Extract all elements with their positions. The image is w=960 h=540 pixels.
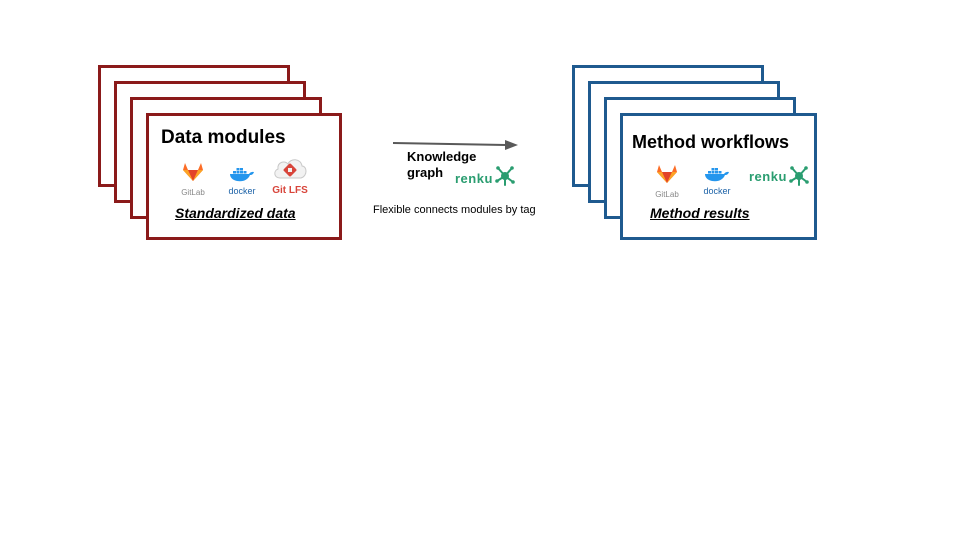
connector-renku-label: renku <box>455 171 493 186</box>
docker-icon <box>705 168 729 182</box>
renku-label: renku <box>749 169 787 184</box>
gitlab-icon <box>183 163 203 181</box>
docker-logo: docker <box>700 166 734 196</box>
gitlfs-label: Git LFS <box>272 185 308 196</box>
data-modules-subtitle: Standardized data <box>175 205 296 221</box>
gitlab-icon <box>657 165 677 183</box>
gitlfs-icon <box>274 159 307 179</box>
renku-frog-icon <box>789 166 809 186</box>
connector-caption: Flexible connects modules by tag <box>373 204 536 216</box>
docker-label: docker <box>703 186 731 196</box>
knowledge-label-line1: Knowledge <box>407 149 477 164</box>
gitlab-label: GitLab <box>181 188 205 197</box>
method-workflows-title: Method workflows <box>632 132 789 152</box>
knowledge-label-line2: graph <box>407 165 444 180</box>
knowledge-graph-label: Knowledge graph <box>407 149 476 181</box>
gitlab-logo: GitLab <box>178 162 208 197</box>
renku-logo: renku <box>749 166 813 186</box>
method-workflows-card: Method workflows GitLab docker <box>620 113 817 240</box>
docker-logo: docker <box>225 166 259 196</box>
gitlfs-logo: Git LFS <box>270 156 310 196</box>
gitlab-label: GitLab <box>655 190 679 199</box>
method-workflows-subtitle: Method results <box>650 205 750 221</box>
docker-icon <box>230 168 254 182</box>
gitlab-logo: GitLab <box>652 164 682 199</box>
docker-label: docker <box>228 186 256 196</box>
data-modules-title: Data modules <box>161 127 286 148</box>
connector-renku-logo: renku <box>455 166 519 188</box>
data-modules-card: Data modules GitLab docker <box>146 113 342 240</box>
renku-frog-icon <box>495 166 515 186</box>
